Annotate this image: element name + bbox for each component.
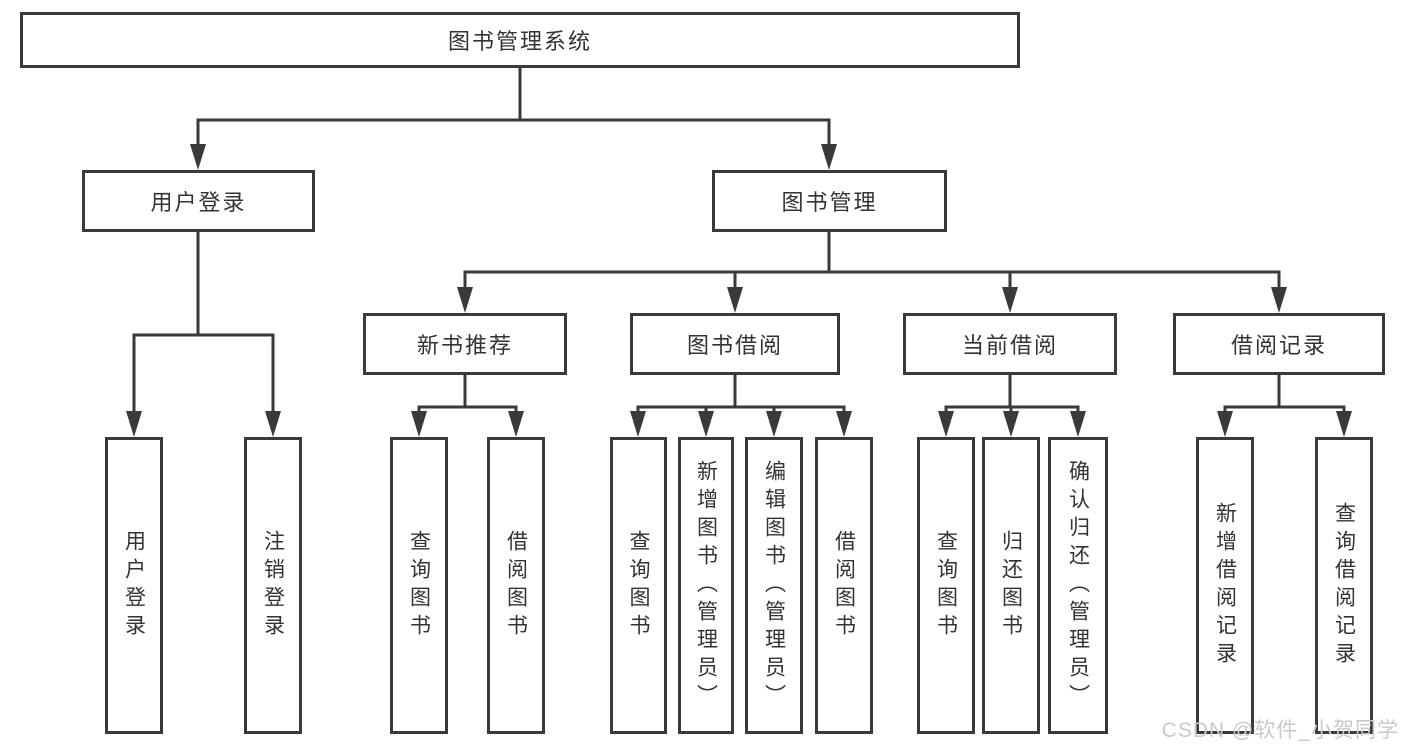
arrowhead-icon [508, 411, 524, 437]
leaf-query-borrow-record-label: 查询借阅记录 [1332, 501, 1356, 670]
arrowhead-icon [630, 411, 646, 437]
leaf-logout: 注销登录 [244, 437, 302, 734]
arrowhead-icon [1271, 287, 1287, 313]
arrowhead-icon [766, 411, 782, 437]
leaf-recommend-borrow-books-label: 借阅图书 [504, 529, 528, 642]
node-new-book-recommend-label: 新书推荐 [416, 333, 513, 358]
node-book-borrow: 图书借阅 [630, 313, 840, 375]
leaf-borrow-query-books: 查询图书 [610, 437, 667, 734]
node-current-borrow: 当前借阅 [903, 313, 1117, 375]
node-book-borrow-label: 图书借阅 [686, 333, 783, 358]
leaf-confirm-return-admin: 确认归还（管理员） [1048, 437, 1108, 734]
csdn-watermark: CSDN @软件_小贺同学 [1161, 719, 1399, 742]
leaf-add-borrow-record-label: 新增借阅记录 [1213, 501, 1237, 670]
leaf-borrow-books-label: 借阅图书 [832, 529, 856, 642]
leaf-recommend-query-books: 查询图书 [390, 437, 448, 734]
arrowhead-icon [727, 287, 743, 313]
leaf-add-books-admin-label: 新增图书（管理员） [694, 459, 718, 712]
arrowhead-icon [1217, 411, 1233, 437]
leaf-logout-label: 注销登录 [261, 529, 285, 642]
leaf-recommend-query-books-label: 查询图书 [407, 529, 431, 642]
leaf-add-borrow-record: 新增借阅记录 [1196, 437, 1254, 734]
node-root: 图书管理系统 [20, 12, 1020, 68]
leaf-return-books: 归还图书 [982, 437, 1040, 734]
arrowhead-icon [1002, 287, 1018, 313]
node-borrow-records-label: 借阅记录 [1230, 333, 1327, 358]
leaf-return-books-label: 归还图书 [999, 529, 1023, 642]
arrowhead-icon [190, 144, 206, 170]
arrowhead-icon [698, 411, 714, 437]
node-book-management-label: 图书管理 [781, 190, 878, 215]
node-user-login-label: 用户登录 [150, 190, 247, 215]
arrowhead-icon [821, 144, 837, 170]
arrowhead-icon [1070, 411, 1086, 437]
node-current-borrow-label: 当前借阅 [961, 333, 1058, 358]
node-user-login: 用户登录 [82, 170, 315, 232]
leaf-borrow-books: 借阅图书 [815, 437, 873, 734]
leaf-user-login: 用户登录 [105, 437, 163, 734]
leaf-edit-books-admin: 编辑图书（管理员） [745, 437, 803, 734]
leaf-add-books-admin: 新增图书（管理员） [678, 437, 734, 734]
node-borrow-records: 借阅记录 [1173, 313, 1385, 375]
leaf-current-query-books-label: 查询图书 [934, 529, 958, 642]
arrowhead-icon [836, 411, 852, 437]
arrowhead-icon [265, 411, 281, 437]
arrowhead-icon [938, 411, 954, 437]
arrowhead-icon [1336, 411, 1352, 437]
node-new-book-recommend: 新书推荐 [363, 313, 567, 375]
leaf-recommend-borrow-books: 借阅图书 [487, 437, 545, 734]
arrowhead-icon [126, 411, 142, 437]
leaf-user-login-label: 用户登录 [122, 529, 146, 642]
leaf-confirm-return-admin-label: 确认归还（管理员） [1066, 459, 1090, 712]
arrowhead-icon [1003, 411, 1019, 437]
node-book-management: 图书管理 [712, 170, 947, 232]
node-root-label: 图书管理系统 [447, 29, 592, 54]
leaf-edit-books-admin-label: 编辑图书（管理员） [762, 459, 786, 712]
leaf-current-query-books: 查询图书 [917, 437, 975, 734]
arrowhead-icon [457, 287, 473, 313]
leaf-borrow-query-books-label: 查询图书 [627, 529, 650, 642]
arrowhead-icon [411, 411, 427, 437]
leaf-query-borrow-record: 查询借阅记录 [1315, 437, 1373, 734]
